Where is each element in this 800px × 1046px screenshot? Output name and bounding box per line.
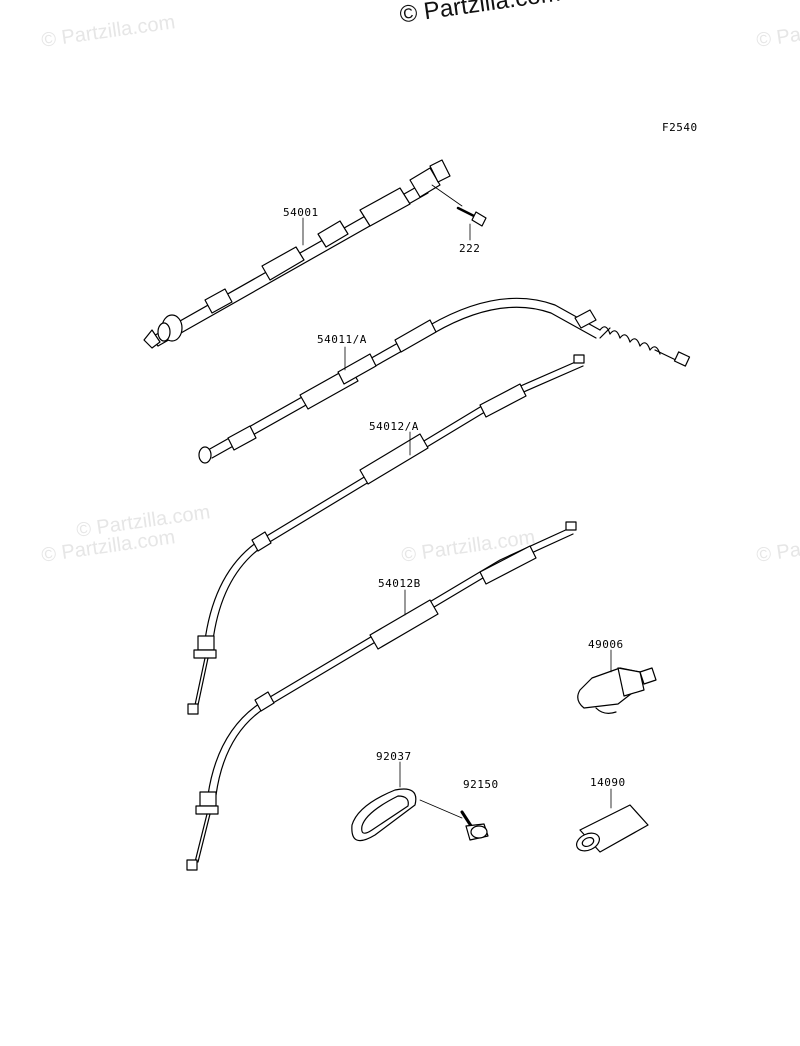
bolt-drawing	[460, 810, 489, 841]
part-label-14090[interactable]: 14090	[590, 776, 626, 789]
throttle-cable-b-drawing	[187, 354, 585, 715]
cap-drawing	[576, 804, 649, 853]
part-label-54012b[interactable]: 54012B	[378, 577, 421, 590]
figure-code: F2540	[662, 121, 698, 134]
clamp-drawing	[351, 788, 463, 842]
part-label-49006[interactable]: 49006	[588, 638, 624, 651]
speedometer-cable-drawing	[143, 159, 487, 349]
part-label-92150[interactable]: 92150	[463, 778, 499, 791]
part-label-54012a[interactable]: 54012/A	[369, 420, 419, 433]
part-label-54001[interactable]: 54001	[283, 206, 319, 219]
part-label-222[interactable]: 222	[459, 242, 481, 255]
part-label-92037[interactable]: 92037	[376, 750, 412, 763]
throttle-cable-a-drawing	[198, 297, 691, 464]
boot-drawing	[577, 667, 657, 714]
part-label-54011a[interactable]: 54011/A	[317, 333, 367, 346]
throttle-cable-c-drawing	[186, 521, 577, 871]
